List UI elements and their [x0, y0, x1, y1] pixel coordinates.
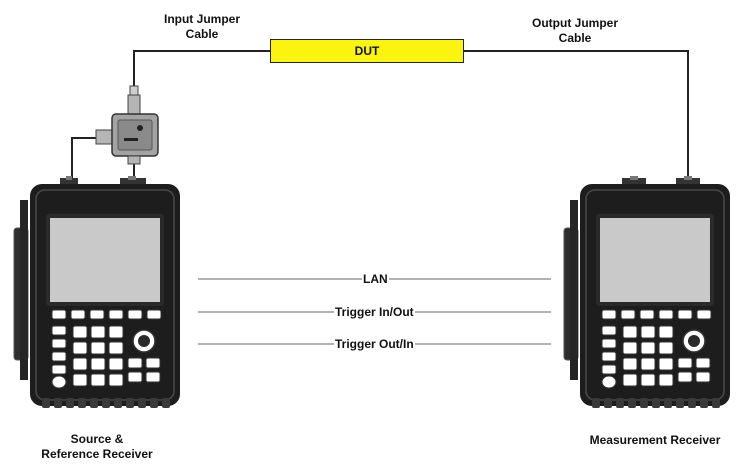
input-cable-label-line-1: Input Jumper	[163, 12, 240, 26]
source-label-line-1: Source &	[70, 432, 124, 446]
input-jumper-cable-label: Input Jumper Cable	[152, 12, 252, 42]
source-reference-receiver-label: Source & Reference Receiver	[22, 432, 172, 462]
output-jumper-cable-label: Output Jumper Cable	[520, 16, 630, 46]
trigger-out-in-label: Trigger Out/In	[334, 337, 415, 351]
input-cable-label-line-2: Cable	[185, 27, 219, 41]
measurement-receiver-device	[563, 176, 730, 408]
splitter-to-source-cable	[71, 137, 98, 183]
output-jumper-cable	[464, 50, 689, 183]
output-cable-label-line-1: Output Jumper	[532, 16, 618, 30]
measurement-label-text: Measurement Receiver	[589, 433, 721, 447]
output-cable-label-line-2: Cable	[558, 31, 592, 45]
measurement-receiver-label: Measurement Receiver	[580, 433, 730, 448]
lan-label: LAN	[362, 272, 389, 286]
source-label-line-2: Reference Receiver	[41, 447, 153, 461]
dut-box: DUT	[270, 39, 464, 63]
dut-label: DUT	[354, 44, 380, 58]
power-splitter	[95, 85, 159, 165]
source-reference-receiver	[13, 176, 180, 408]
input-jumper-cable	[133, 50, 270, 108]
trigger-in-out-label: Trigger In/Out	[334, 305, 415, 319]
